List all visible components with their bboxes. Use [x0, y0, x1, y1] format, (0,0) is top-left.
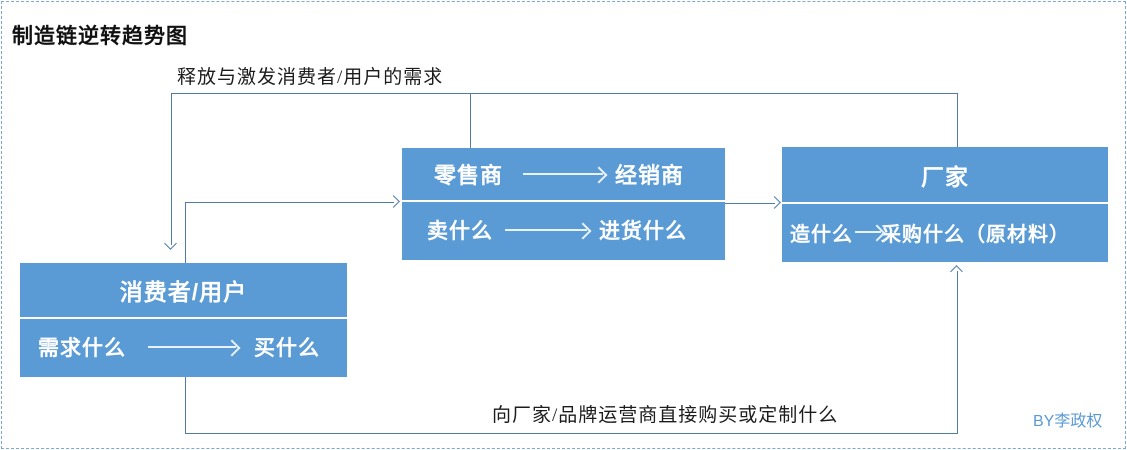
- connector-top-rail: [171, 93, 958, 94]
- connector-consumer-to-retailer: [185, 202, 394, 203]
- connector-consumer-up: [185, 202, 186, 264]
- factory-header: 厂家: [921, 163, 969, 190]
- row-left-label: 造什么: [790, 223, 853, 246]
- row-right-label: 采购什么（原材料）: [881, 223, 1070, 246]
- box-divider: [782, 202, 1108, 204]
- connector-drop-to-retailer: [470, 93, 471, 149]
- factory-row: 造什么 采购什么（原材料）: [782, 204, 1108, 260]
- connector-bottom-rise: [957, 271, 958, 434]
- box-divider: [402, 200, 725, 202]
- connector-retailer-to-factory: [725, 203, 775, 204]
- connector-drop-to-consumer: [171, 93, 172, 245]
- arrowhead-right-icon: [768, 196, 781, 209]
- arrowhead-right-icon: [387, 195, 400, 208]
- arrowhead-down-icon: [164, 237, 177, 250]
- connector-bottom-left-drop: [185, 377, 186, 434]
- retailer-row-1: 零售商 经销商: [402, 148, 725, 200]
- white-arrow-icon: [148, 346, 236, 348]
- retailer-box: 零售商 经销商 卖什么 进货什么: [402, 148, 725, 260]
- arrowhead-up-icon: [950, 265, 963, 278]
- row-right-label: 经销商: [615, 163, 685, 188]
- page-title: 制造链逆转趋势图: [12, 25, 188, 48]
- row-right-label: 进货什么: [599, 220, 687, 243]
- white-arrow-icon: [855, 231, 881, 233]
- consumer-row: 需求什么 买什么: [20, 319, 347, 375]
- white-arrow-icon: [523, 173, 604, 175]
- factory-box: 厂家 造什么 采购什么（原材料）: [782, 147, 1108, 262]
- row-right-label: 买什么: [254, 337, 320, 360]
- credit-byline: BY李政权: [1033, 413, 1103, 430]
- white-arrow-icon: [505, 229, 587, 231]
- connector-drop-to-factory: [957, 93, 958, 148]
- bottom-annotation: 向厂家/品牌运营商直接购买或定制什么: [492, 405, 839, 426]
- top-annotation: 释放与激发消费者/用户的需求: [177, 67, 444, 88]
- row-left-label: 零售商: [434, 163, 504, 188]
- consumer-box: 消费者/用户 需求什么 买什么: [20, 263, 347, 377]
- row-left-label: 卖什么: [427, 220, 493, 243]
- connector-bottom-rail: [185, 433, 958, 434]
- row-left-label: 需求什么: [38, 337, 126, 360]
- retailer-row-2: 卖什么 进货什么: [402, 202, 725, 258]
- consumer-header: 消费者/用户: [119, 279, 248, 305]
- box-divider: [20, 317, 347, 319]
